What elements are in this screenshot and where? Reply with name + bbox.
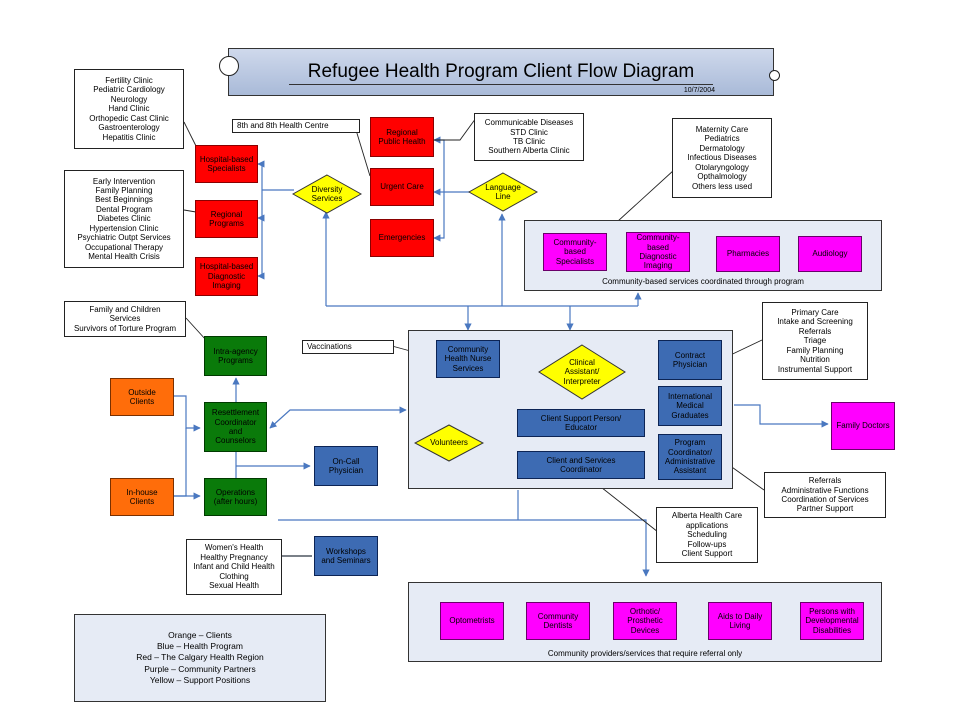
aids-daily-living-box[interactable]: Aids to Daily Living xyxy=(708,602,772,640)
intra-agency-list: Family and Children Services Survivors o… xyxy=(64,301,186,337)
inhouse-clients-box[interactable]: In-house Clients xyxy=(110,478,174,516)
clinical-assistant-label: Clinical Assistant/ Interpreter xyxy=(563,357,601,386)
volunteers-label: Volunteers xyxy=(430,438,468,448)
line-inhouse-clients xyxy=(174,428,187,497)
emergencies-box[interactable]: Emergencies xyxy=(370,219,434,257)
banner-ring-left xyxy=(219,56,239,76)
family-doctors-box[interactable]: Family Doctors xyxy=(831,402,895,450)
outside-clients-box[interactable]: Outside Clients xyxy=(110,378,174,416)
title-underline xyxy=(289,84,713,85)
language-line-diamond[interactable]: Language Line xyxy=(468,172,538,212)
banner-ring-right xyxy=(769,70,780,81)
legend-item-health-region: Red – The Calgary Health Region xyxy=(136,652,264,663)
diagram-date: 10/7/2004 xyxy=(683,87,715,94)
line-outside-clients xyxy=(174,395,201,432)
legend-item-support-positions: Yellow – Support Positions xyxy=(149,674,251,685)
regional-programs-box[interactable]: Regional Programs xyxy=(195,200,258,238)
volunteers-diamond[interactable]: Volunteers xyxy=(414,424,484,462)
orthotic-box[interactable]: Orthotic/ Prosthetic Devices xyxy=(613,602,677,640)
developmental-disabilities-box[interactable]: Persons with Developmental Disabilities xyxy=(800,602,864,640)
dentists-box[interactable]: Community Dentists xyxy=(526,602,590,640)
health-centre-label: 8th and 8th Health Centre xyxy=(237,121,329,131)
diamond-shape xyxy=(538,344,626,400)
line-hub-family-doctors xyxy=(734,404,829,428)
workshops-list: Women's Health Healthy Pregnancy Infant … xyxy=(186,539,282,595)
title-banner: Refugee Health Program Client Flow Diagr… xyxy=(228,48,774,96)
clinical-assistant-diamond[interactable]: Clinical Assistant/ Interpreter xyxy=(538,344,626,400)
note-line-intra-list xyxy=(185,317,207,341)
cb-imaging-box[interactable]: Community- based Diagnostic Imaging xyxy=(626,232,690,272)
language-line-label: Language Line xyxy=(485,182,521,201)
community-nurse-box[interactable]: Community Health Nurse Services xyxy=(436,340,500,378)
on-call-physician-box[interactable]: On-Call Physician xyxy=(314,446,378,486)
diamond-shape xyxy=(414,424,484,462)
arrow-language-public-health xyxy=(433,136,445,192)
cb-specialists-box[interactable]: Community- based Specialists xyxy=(543,233,607,271)
regional-public-health-box[interactable]: Regional Public Health xyxy=(370,117,434,157)
resettlement-box[interactable]: Resettlement Coordinator and Counselors xyxy=(204,402,267,452)
urgent-care-box[interactable]: Urgent Care xyxy=(370,168,434,206)
arrow-language-emergencies xyxy=(433,192,445,242)
diversity-services-label: Diversity Services xyxy=(311,184,343,203)
legend-item-community-partners: Purple – Community Partners xyxy=(144,663,256,674)
arrow-resettlement-hub xyxy=(269,406,407,429)
optometrists-box[interactable]: Optometrists xyxy=(440,602,504,640)
hospital-specialists-list: Fertility Clinic Pediatric Cardiology Ne… xyxy=(74,69,184,149)
arrow-diversity-imaging xyxy=(257,218,265,280)
hospital-specialists-box[interactable]: Hospital-based Specialists xyxy=(195,145,258,183)
vaccinations-label: Vaccinations xyxy=(307,342,352,352)
international-graduates-box[interactable]: International Medical Graduates xyxy=(658,386,722,426)
community-coordinated-caption: Community-based services coordinated thr… xyxy=(602,277,804,286)
line-bottom-bus xyxy=(278,519,650,577)
health-centre-note: 8th and 8th Health Centre xyxy=(232,119,360,133)
client-services-coordinator-box[interactable]: Client and Services Coordinator xyxy=(517,451,645,479)
color-legend: Orange – Clients Blue – Health Program R… xyxy=(74,614,326,702)
program-coordinator-list: Referrals Administrative Functions Coord… xyxy=(764,472,886,518)
line-workshops xyxy=(277,540,312,557)
audiology-box[interactable]: Audiology xyxy=(798,236,862,272)
diagram-title: Refugee Health Program Client Flow Diagr… xyxy=(307,61,695,82)
note-line-programs-list xyxy=(183,209,197,213)
pharmacies-box[interactable]: Pharmacies xyxy=(716,236,780,272)
public-health-list: Communicable Diseases STD Clinic TB Clin… xyxy=(474,113,584,161)
client-support-person-box[interactable]: Client Support Person/ Educator xyxy=(517,409,645,437)
legend-item-clients: Orange – Clients xyxy=(168,630,232,641)
workshops-box[interactable]: Workshops and Seminars xyxy=(314,536,378,576)
diversity-services-diamond[interactable]: Diversity Services xyxy=(292,174,362,214)
intra-agency-box[interactable]: Intra-agency Programs xyxy=(204,336,267,376)
vaccinations-note: Vaccinations xyxy=(302,340,394,354)
contract-physician-box[interactable]: Contract Physician xyxy=(658,340,722,380)
contract-physician-list: Primary Care Intake and Screening Referr… xyxy=(762,302,868,380)
note-line-hospital-list xyxy=(183,121,197,147)
client-services-list: Alberta Health Care applications Schedul… xyxy=(656,507,758,563)
arrow-diversity-specialists xyxy=(257,160,265,190)
hospital-diagnostic-box[interactable]: Hospital-based Diagnostic Imaging xyxy=(195,257,258,296)
regional-programs-list: Early Intervention Family Planning Best … xyxy=(64,170,184,268)
community-specialists-list: Maternity Care Pediatrics Dermatology In… xyxy=(672,118,772,198)
arrow-diversity-programs xyxy=(257,190,265,222)
note-line-health-centre xyxy=(355,129,371,177)
operations-box[interactable]: Operations (after hours) xyxy=(204,478,267,516)
note-line-public-health-list xyxy=(432,117,477,141)
program-coordinator-box[interactable]: Program Coordinator/ Administrative Assi… xyxy=(658,434,722,480)
referral-only-caption: Community providers/services that requir… xyxy=(547,649,743,658)
diamond-shape xyxy=(468,172,538,212)
legend-item-health-program: Blue – Health Program xyxy=(157,641,243,652)
